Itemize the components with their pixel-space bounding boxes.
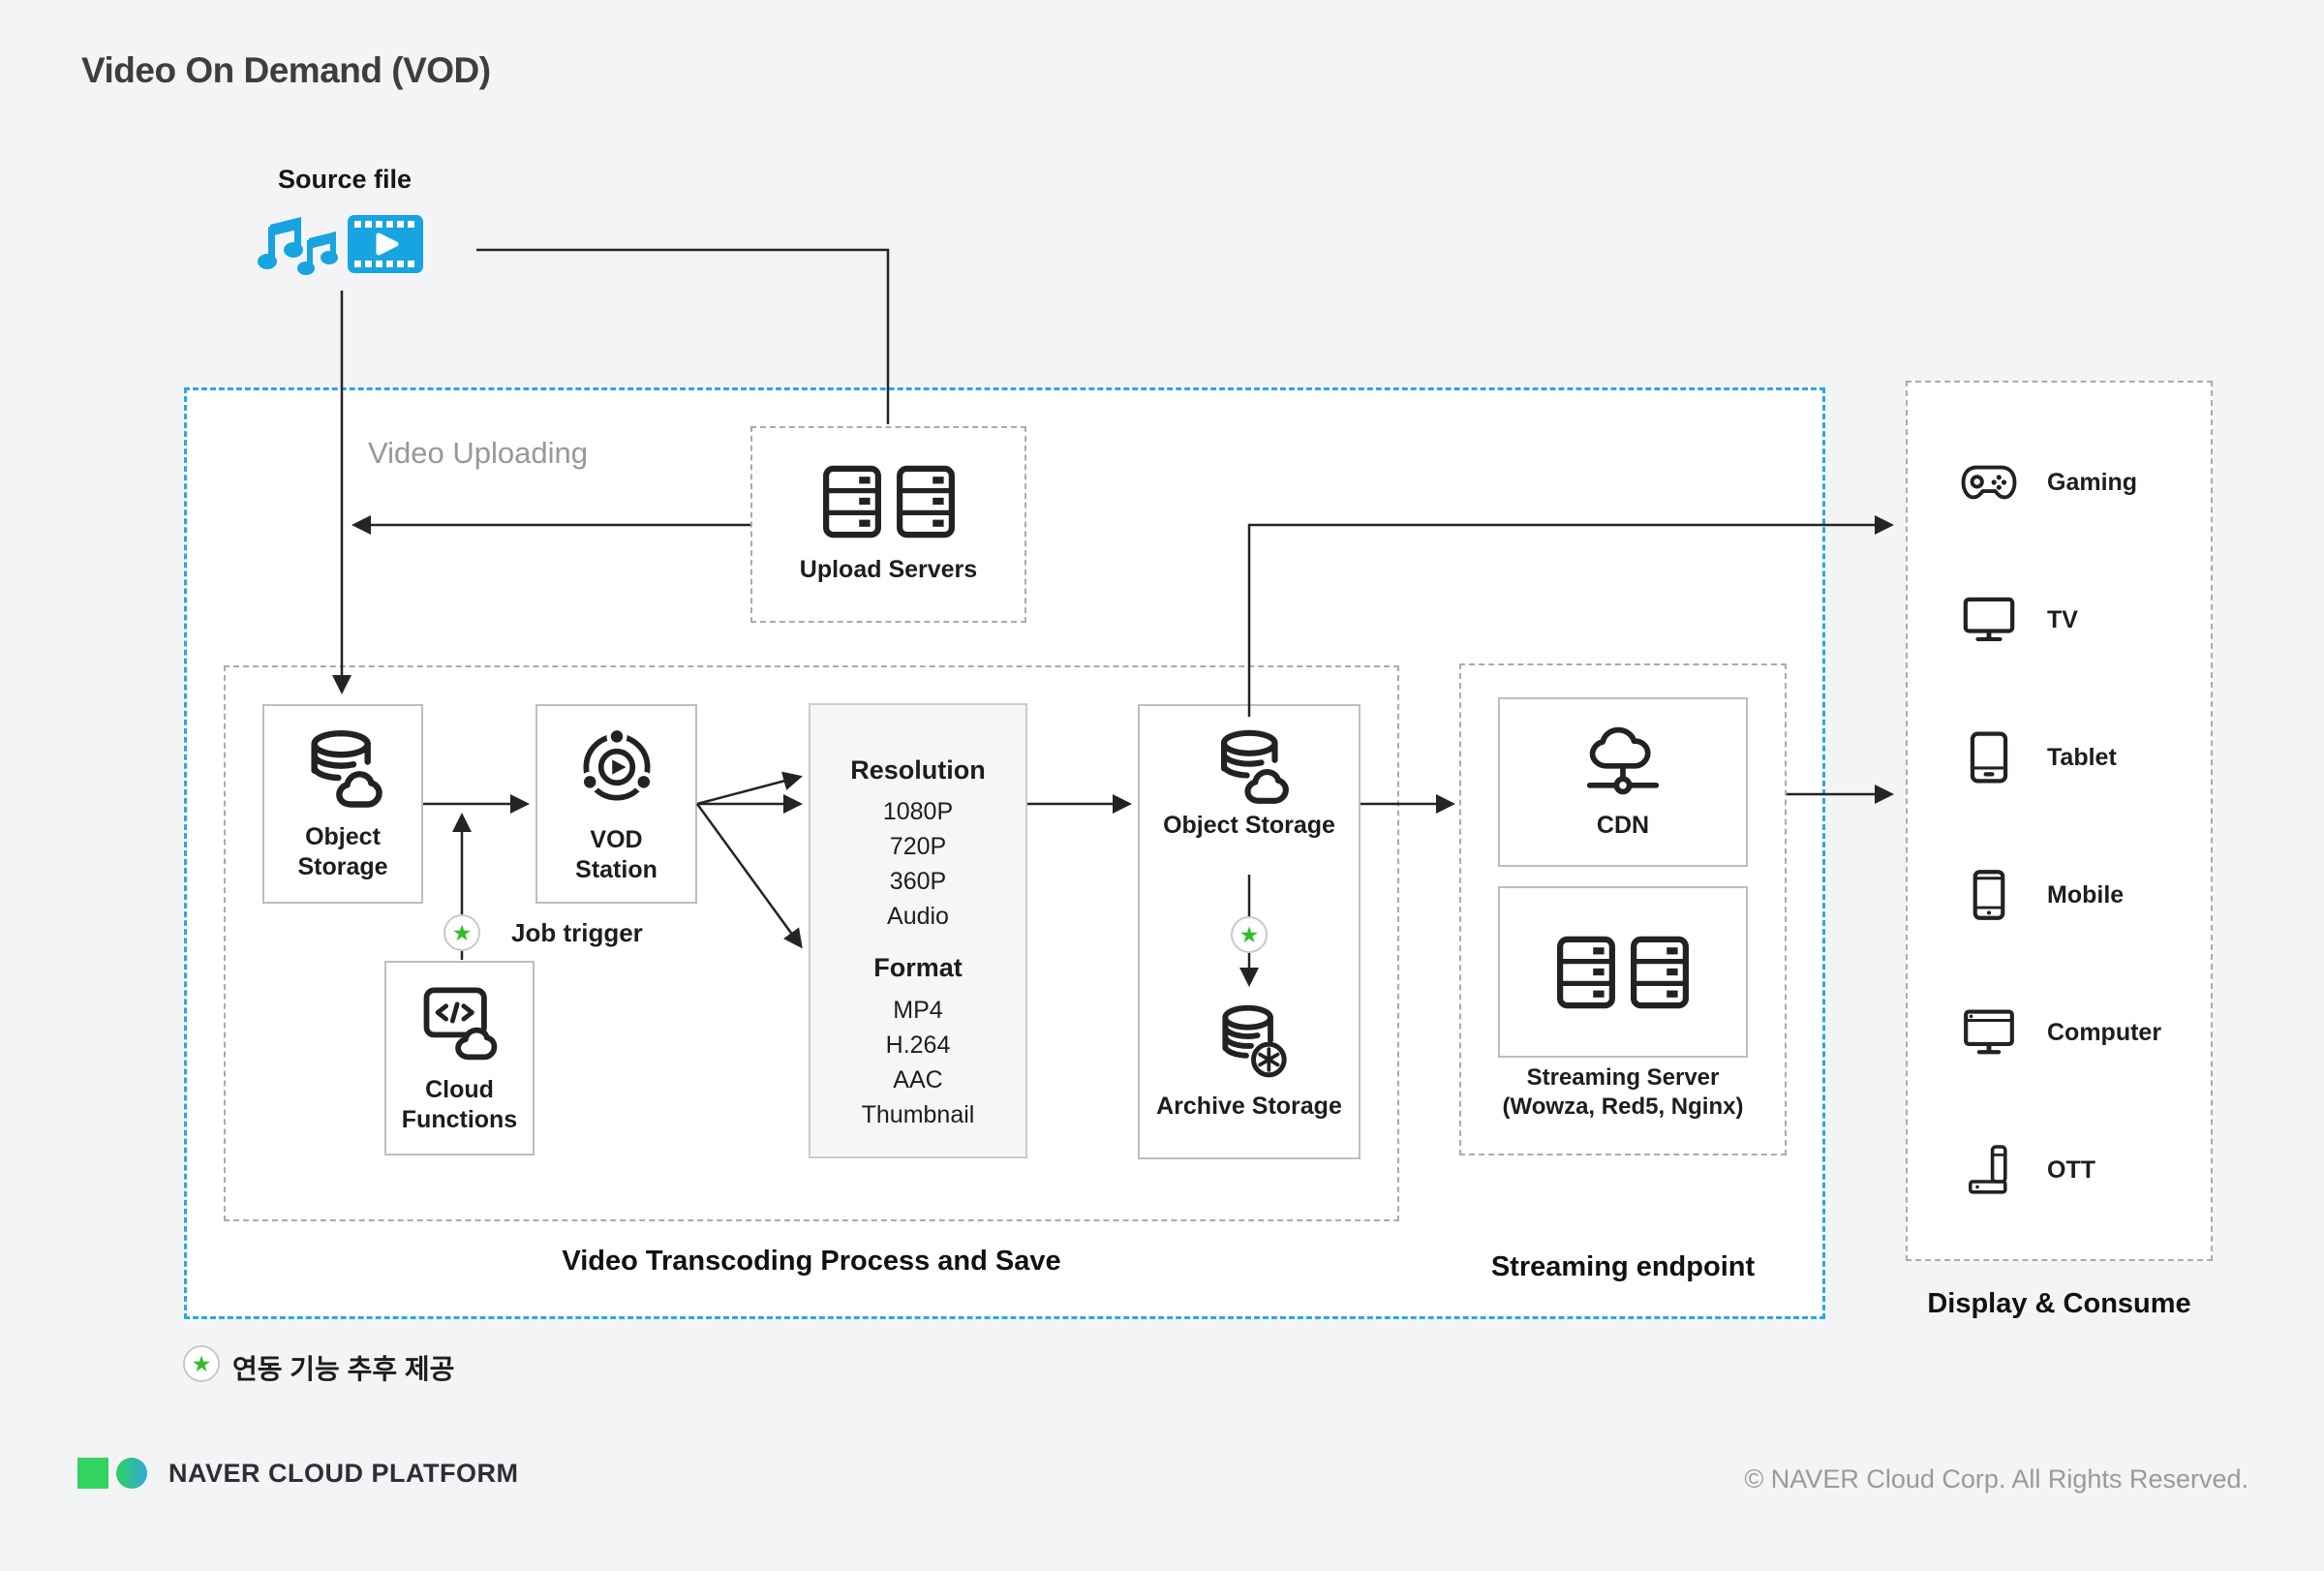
object-storage-icon bbox=[311, 729, 382, 808]
device-row-ott: OTT bbox=[1956, 1139, 2095, 1201]
vod-station-label: VOD Station bbox=[575, 826, 657, 883]
format-item: AAC bbox=[893, 1066, 943, 1094]
format-item: H.264 bbox=[885, 1032, 951, 1059]
computer-icon bbox=[1964, 1009, 2014, 1055]
brand-wordmark: NAVER CLOUD PLATFORM bbox=[168, 1458, 519, 1488]
device-row-gaming: Gaming bbox=[1956, 451, 2137, 513]
format-title: Format bbox=[873, 953, 963, 982]
device-label: OTT bbox=[2047, 1155, 2095, 1184]
device-label: Mobile bbox=[2047, 880, 2125, 909]
archive-star-badge: ★ bbox=[1231, 916, 1268, 953]
legend-note: 연동 기능 추후 제공 bbox=[232, 1354, 455, 1384]
resolution-item: 1080P bbox=[882, 798, 954, 825]
star-icon: ★ bbox=[1238, 921, 1260, 947]
object-storage-label: Object Storage bbox=[297, 823, 388, 880]
resolution-item: Audio bbox=[887, 903, 949, 930]
copyright-text: © NAVER Cloud Corp. All Rights Reserved. bbox=[1744, 1464, 2248, 1494]
device-label: TV bbox=[2047, 605, 2078, 633]
device-row-computer: Computer bbox=[1956, 1001, 2161, 1063]
star-icon: ★ bbox=[191, 1350, 212, 1376]
brand-circle-icon bbox=[116, 1458, 147, 1489]
job-trigger-label: Job trigger bbox=[511, 918, 643, 947]
legend-star-badge: ★ bbox=[183, 1345, 220, 1382]
archive-storage-icon bbox=[1222, 1004, 1287, 1078]
cdn-node: CDN bbox=[1498, 697, 1748, 867]
streaming-server-label: Streaming Server (Wowza, Red5, Nginx) bbox=[1502, 1064, 1744, 1120]
display-consume-box bbox=[1906, 381, 2213, 1261]
server-icon bbox=[822, 465, 881, 539]
vod-station-icon bbox=[579, 725, 654, 801]
cdn-label: CDN bbox=[1596, 812, 1650, 839]
ott-device-icon bbox=[1969, 1145, 2007, 1194]
page-title: Video On Demand (VOD) bbox=[81, 50, 491, 90]
transcode-output-spec-panel: Resolution 1080P 720P 360P Audio Format … bbox=[809, 703, 1027, 1158]
naver-cloud-platform-logo: NAVER CLOUD PLATFORM bbox=[77, 1458, 519, 1489]
transcoding-section-label: Video Transcoding Process and Save bbox=[562, 1246, 1061, 1277]
server-icon bbox=[896, 465, 955, 539]
streaming-section-label: Streaming endpoint bbox=[1490, 1251, 1756, 1282]
star-icon: ★ bbox=[451, 919, 473, 945]
device-row-tv: TV bbox=[1956, 589, 2078, 651]
cloud-functions-icon bbox=[423, 987, 497, 1060]
film-icon bbox=[348, 215, 423, 273]
streaming-server-node bbox=[1498, 886, 1748, 1058]
cdn-icon bbox=[1586, 726, 1660, 795]
job-trigger-star-badge: ★ bbox=[443, 914, 480, 951]
upload-servers-group: Upload Servers bbox=[750, 426, 1026, 623]
format-item: Thumbnail bbox=[861, 1101, 975, 1128]
mobile-icon bbox=[1972, 870, 2005, 920]
upload-servers-label: Upload Servers bbox=[799, 556, 978, 583]
archive-storage-label: Archive Storage bbox=[1156, 1093, 1342, 1120]
vod-station-node: VOD Station bbox=[535, 704, 697, 904]
resolution-title: Resolution bbox=[850, 755, 986, 785]
source-file-label: Source file bbox=[277, 165, 413, 194]
tv-icon bbox=[1963, 597, 2015, 642]
device-label: Gaming bbox=[2047, 468, 2138, 496]
server-icon bbox=[1631, 936, 1689, 1008]
resolution-item: 720P bbox=[889, 833, 947, 860]
device-row-tablet: Tablet bbox=[1956, 726, 2117, 788]
object-storage-source-node: Object Storage bbox=[262, 704, 423, 904]
format-item: MP4 bbox=[893, 997, 943, 1024]
cloud-functions-node: Cloud Functions bbox=[384, 961, 535, 1155]
resolution-item: 360P bbox=[889, 868, 947, 895]
device-label: Computer bbox=[2047, 1018, 2162, 1046]
brand-square-icon bbox=[77, 1458, 108, 1489]
tablet-icon bbox=[1970, 731, 2008, 784]
device-label: Tablet bbox=[2047, 743, 2117, 771]
video-uploading-section-label: Video Uploading bbox=[368, 436, 588, 470]
music-notes-icon bbox=[258, 217, 338, 275]
object-storage-icon bbox=[1220, 729, 1289, 804]
display-section-label: Display & Consume bbox=[1927, 1288, 2191, 1319]
device-row-mobile: Mobile bbox=[1956, 864, 2124, 926]
object-storage-output-label: Object Storage bbox=[1163, 812, 1335, 839]
cloud-functions-label: Cloud Functions bbox=[401, 1075, 518, 1133]
server-icon bbox=[1557, 936, 1615, 1008]
gaming-controller-icon bbox=[1961, 465, 2017, 500]
